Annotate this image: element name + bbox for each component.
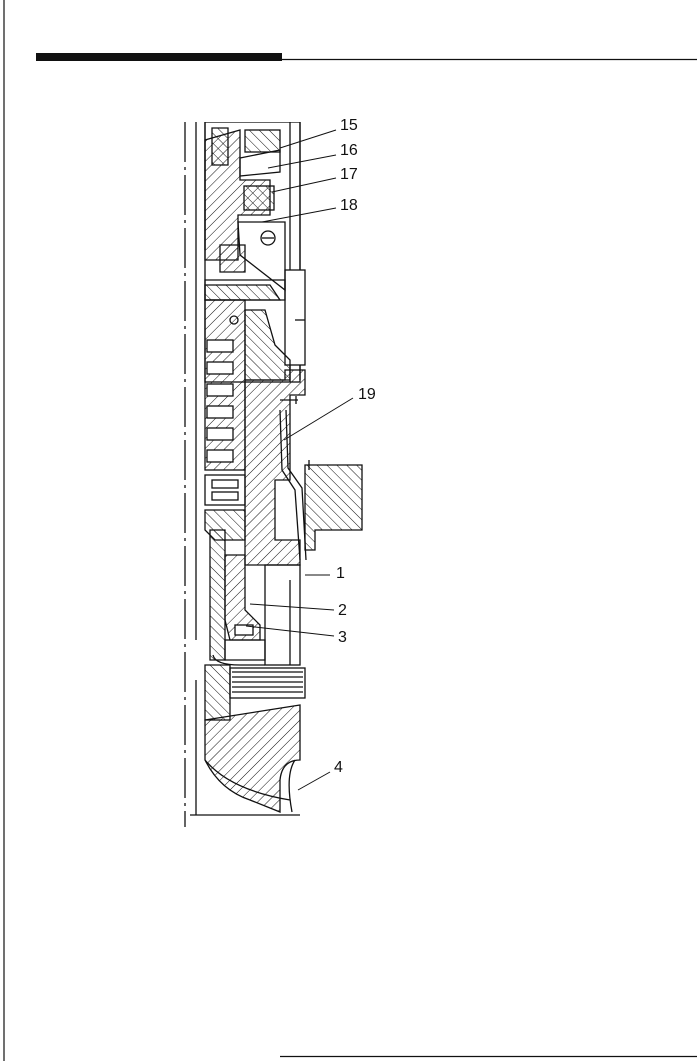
callout-labels: 15 16 17 18 19 1 2 3 4: [334, 117, 376, 776]
callout-19: 19: [358, 386, 376, 403]
page-frame: [3, 0, 697, 1061]
callout-1: 1: [336, 565, 345, 582]
callout-2: 2: [338, 602, 347, 619]
callout-4: 4: [334, 759, 343, 776]
leader-lines: [245, 129, 354, 791]
callout-3: 3: [338, 629, 347, 646]
callout-18: 18: [340, 197, 358, 214]
header-thick-bar: [36, 53, 282, 61]
section-drawing: [184, 122, 363, 827]
callout-17: 17: [340, 166, 358, 183]
callout-16: 16: [340, 142, 358, 159]
callout-15: 15: [340, 117, 358, 134]
bearing-stack: [206, 339, 234, 463]
